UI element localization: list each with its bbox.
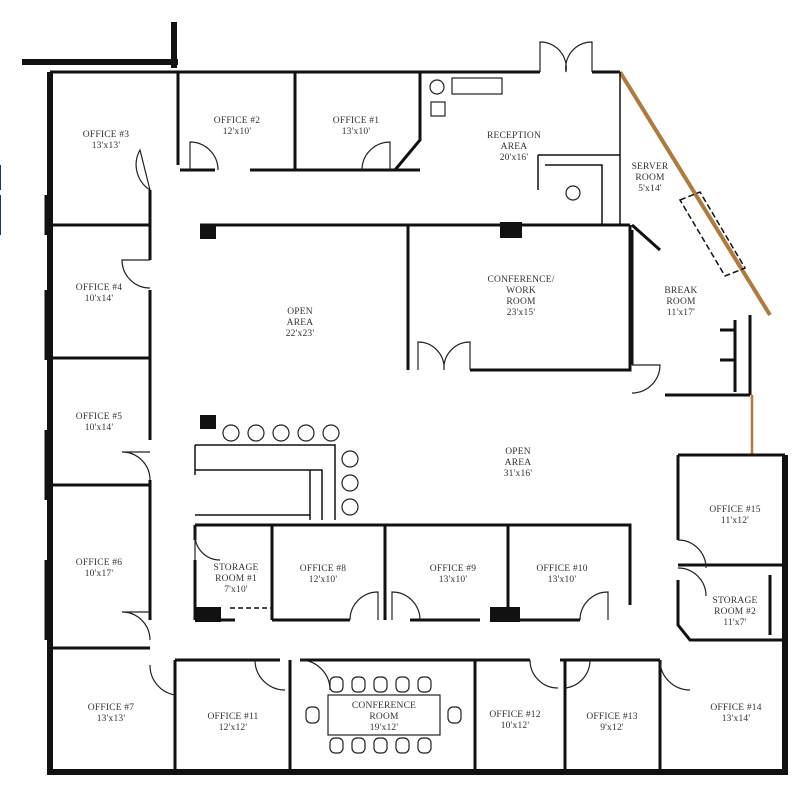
exterior-walls — [22, 22, 788, 775]
conference-table — [327, 694, 441, 736]
server-rack — [678, 191, 747, 277]
reception-sofa — [451, 77, 503, 95]
furniture — [222, 77, 747, 754]
conference-chairs — [305, 676, 462, 754]
doors — [121, 41, 707, 696]
stools — [222, 424, 359, 516]
columns — [195, 222, 522, 622]
interior-walls — [50, 72, 785, 772]
